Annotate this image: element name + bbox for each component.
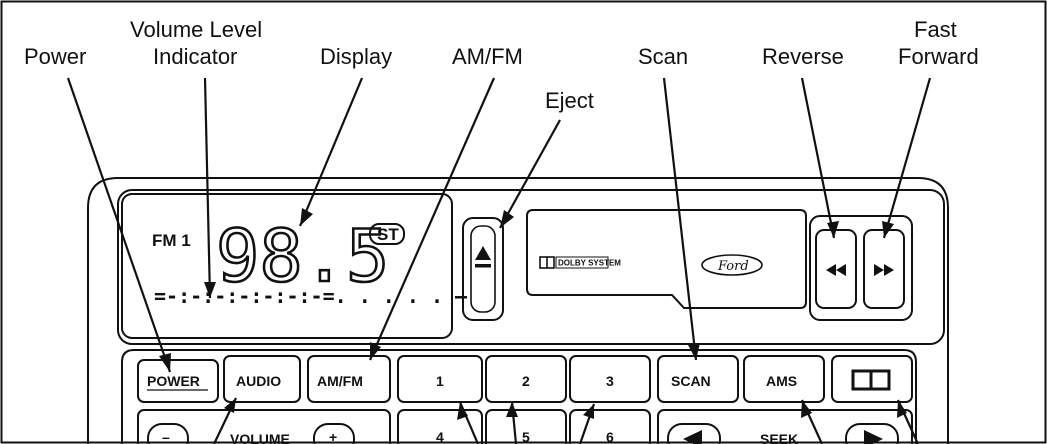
power-button[interactable]: [137, 359, 219, 403]
preset-6-label: 6: [606, 429, 614, 444]
callout-fast-forward-line2: Forward: [898, 44, 979, 69]
rewind-icon: [826, 264, 846, 276]
dolby-button[interactable]: [831, 355, 913, 403]
seek-down-button[interactable]: [667, 423, 721, 444]
seek-label: SEEK: [760, 431, 798, 444]
volume-control-group: [137, 409, 391, 444]
leader-reverse: [800, 77, 836, 239]
callout-reverse: Reverse: [762, 44, 844, 69]
top-panel: [117, 189, 945, 345]
callout-volume-level-line2: Indicator: [153, 44, 237, 69]
callout-power: Power: [24, 44, 86, 69]
preset-1-button[interactable]: [397, 355, 483, 403]
scan-button[interactable]: [657, 355, 739, 403]
volume-label: VOLUME: [230, 431, 290, 444]
eject-icon: [475, 246, 491, 268]
leader-lines: [66, 77, 932, 444]
dolby-system-badge: [555, 256, 609, 269]
leader-eject: [499, 119, 561, 229]
dolby-icon: [539, 256, 555, 269]
preset-2-button[interactable]: [485, 355, 567, 403]
stereo-label: ST: [377, 225, 399, 244]
radio-body-outline: [87, 177, 949, 444]
leader-arrowheads: [159, 208, 907, 420]
volume-down-label: –: [162, 429, 170, 444]
volume-up-label: +: [329, 429, 337, 444]
ford-logo-text: Ford: [717, 259, 749, 274]
amfm-button[interactable]: [307, 355, 391, 403]
callout-display: Display: [320, 44, 392, 69]
seek-right-icon: [864, 430, 883, 444]
lcd-display: [121, 193, 453, 339]
preset-3-button[interactable]: [569, 355, 651, 403]
volume-up-button[interactable]: [313, 423, 355, 444]
preset-5-button[interactable]: [485, 409, 567, 444]
audio-button[interactable]: [223, 355, 301, 403]
preset-4-label: 4: [436, 429, 444, 444]
ford-logo: [701, 254, 763, 276]
preset-4-button[interactable]: [397, 409, 483, 444]
bottom-panel: [121, 349, 917, 444]
preset-5-label: 5: [522, 429, 530, 444]
preset-2-label: 2: [522, 373, 530, 389]
callout-amfm: AM/FM: [452, 44, 523, 69]
ams-button[interactable]: [743, 355, 825, 403]
preset-6-button[interactable]: [569, 409, 651, 444]
volume-down-button[interactable]: [147, 423, 189, 444]
preset-1-label: 1: [436, 373, 444, 389]
dolby-system-label: DOLBY SYSTEM: [558, 259, 621, 268]
callout-scan: Scan: [638, 44, 688, 69]
eject-button[interactable]: [462, 217, 504, 321]
ams-button-label: AMS: [766, 373, 797, 389]
volume-level-bar: =-:-:-:-:-:-:-=. . . . . –: [154, 284, 468, 308]
leader-amfm: [368, 77, 496, 361]
callout-fast-forward-line1: Fast: [914, 17, 957, 42]
leader-display: [298, 77, 364, 227]
leader-power: [66, 77, 172, 373]
scan-button-label: SCAN: [671, 373, 711, 389]
band-indicator: FM 1: [152, 231, 191, 250]
fast-forward-icon: [874, 264, 894, 276]
frequency-readout: 98.5: [216, 214, 389, 298]
seek-left-icon: [683, 430, 702, 444]
seek-up-button[interactable]: [845, 423, 899, 444]
dolby-button-icon: [851, 369, 891, 391]
cassette-slot: [526, 209, 807, 309]
preset-3-label: 3: [606, 373, 614, 389]
leader-volume-level: [203, 77, 212, 299]
tape-transport-panel: [809, 215, 913, 321]
leader-fast-forward: [882, 77, 932, 239]
eject-button-inner: [470, 225, 496, 313]
audio-button-label: AUDIO: [236, 373, 281, 389]
callout-volume-level-line1: Volume Level: [130, 17, 262, 42]
stereo-indicator: [369, 223, 405, 245]
power-button-label: POWER: [147, 373, 200, 389]
leader-scan: [662, 77, 698, 361]
callout-eject: Eject: [545, 88, 594, 113]
amfm-button-label: AM/FM: [317, 373, 363, 389]
